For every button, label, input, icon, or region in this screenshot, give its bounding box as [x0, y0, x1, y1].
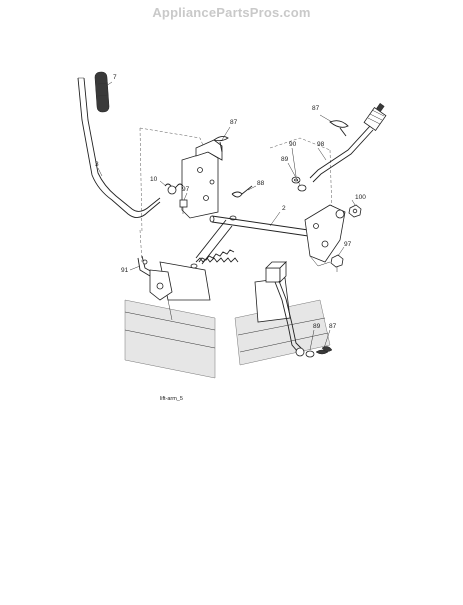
figure-code: lift-arm_5 [160, 396, 183, 402]
handle-grip-part-7 [94, 71, 110, 113]
callout-87-lower: 87 [329, 323, 337, 330]
leader-lines [97, 81, 356, 351]
hook-part-88 [231, 185, 253, 198]
lower-frame-left [124, 261, 216, 379]
nut-part-100 [348, 204, 362, 218]
callout-88: 88 [257, 180, 265, 187]
callout-87-bracket: 87 [230, 119, 238, 126]
callout-10: 10 [150, 176, 158, 183]
callout-89-upper: 89 [281, 156, 289, 163]
washer-part-89-upper [297, 184, 307, 192]
lower-frame-right [234, 277, 331, 366]
clip-part-87-upper-right [329, 120, 349, 137]
callout-labels: 7 3 87 10 97 88 2 90 89 87 98 100 97 91 … [95, 74, 366, 402]
frame-outline [139, 127, 333, 233]
callout-89-lower: 89 [313, 323, 321, 330]
callout-7: 7 [113, 74, 117, 81]
callout-90: 90 [289, 141, 297, 148]
lift-handle-part-3 [77, 77, 161, 263]
washer-part-89-lower [305, 350, 315, 358]
callout-98: 98 [317, 141, 325, 148]
callout-87-upper-right: 87 [312, 105, 320, 112]
bolt-part-97-lower [330, 254, 344, 272]
small-spring-part-10 [164, 183, 184, 195]
callout-97-upper: 97 [182, 186, 190, 193]
callout-3: 3 [95, 161, 99, 168]
bolt-part-97-upper [179, 199, 188, 214]
callout-2: 2 [282, 205, 286, 212]
lift-shaft-part-2 [209, 215, 323, 239]
lift-bracket-plate [181, 139, 223, 219]
adjustment-rod-part-98 [309, 103, 387, 183]
clip-part-87-lower [315, 346, 333, 355]
callout-91: 91 [121, 267, 129, 274]
site-watermark: AppliancePartsPros.com [152, 5, 311, 20]
callout-97-lower: 97 [344, 241, 352, 248]
link-part-91 [137, 255, 173, 301]
lift-arm-right [304, 204, 346, 267]
clip-part-87-bracket [212, 135, 229, 153]
extension-spring [190, 215, 239, 269]
lower-rod-assembly [265, 261, 305, 357]
callout-100: 100 [355, 194, 366, 201]
